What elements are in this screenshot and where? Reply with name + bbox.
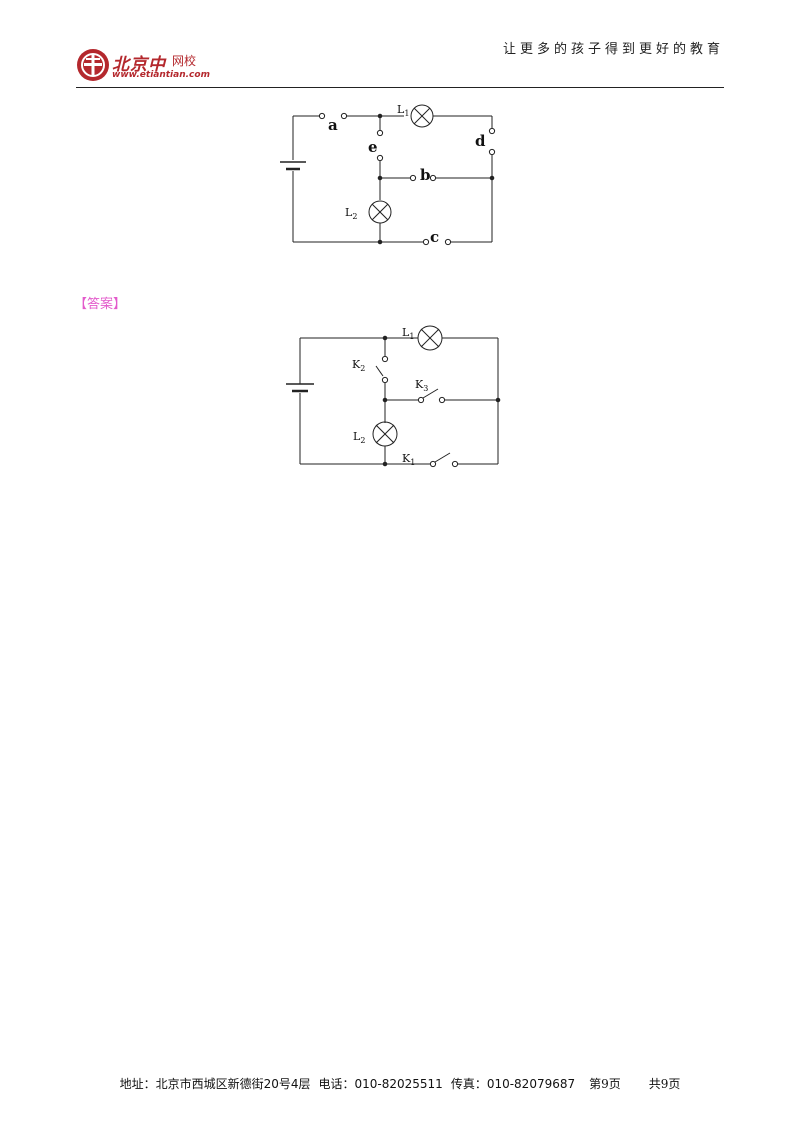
switch-e-terminal-top	[376, 129, 384, 137]
switch-k1-terminal-right	[451, 460, 459, 468]
label-c: c	[430, 228, 439, 246]
logo-name: 北京	[112, 55, 148, 75]
footer-fax: 传真：010-82079687	[450, 1077, 576, 1091]
switch-k3-terminal-right	[438, 396, 446, 404]
label-k2: K2	[352, 358, 365, 373]
lamp-l1-icon	[410, 104, 434, 128]
lamp-l1-icon	[417, 325, 443, 351]
footer-page-number: 第9页	[589, 1077, 621, 1091]
battery-icon	[286, 338, 314, 464]
footer-total-pages: 共9页	[648, 1077, 681, 1091]
switch-c-terminal-left	[422, 238, 430, 246]
logo-subtitle: 网校	[172, 54, 197, 68]
answer-label: 【答案】	[74, 297, 127, 312]
switch-k2-terminal-bottom	[381, 376, 389, 384]
switch-k3-terminal-left	[417, 396, 425, 404]
label-d: d	[475, 132, 486, 150]
lamp-l2-icon	[368, 200, 392, 224]
logo-name-2: 中	[148, 55, 166, 75]
site-logo: 北京中 网校 www.etiantian.com	[76, 48, 246, 88]
logo-emblem-icon	[77, 49, 109, 81]
label-l1: L1	[397, 103, 409, 118]
switch-e-terminal-bottom	[376, 154, 384, 162]
logo-url: www.etiantian.com	[112, 70, 210, 80]
switch-d-terminal-top	[488, 127, 496, 135]
switch-k1-blade	[434, 452, 451, 463]
switch-k1-terminal-left	[429, 460, 437, 468]
label-e: e	[368, 138, 378, 156]
label-l2: L2	[345, 206, 357, 221]
header-divider	[76, 87, 724, 88]
label-l1: L1	[402, 326, 414, 341]
label-l2: L2	[353, 430, 365, 445]
switch-b-terminal-left	[409, 174, 417, 182]
question-circuit-diagram: a e d b c L1 L2	[280, 103, 496, 246]
label-b: b	[420, 166, 431, 184]
switch-a-terminal-right	[340, 112, 348, 120]
switch-b-terminal-right	[429, 174, 437, 182]
switch-d-terminal-bottom	[488, 148, 496, 156]
lamp-l2-icon	[372, 421, 398, 447]
switch-k2-terminal-top	[381, 355, 389, 363]
header-slogan: 让更多的孩子得到更好的教育	[502, 42, 724, 57]
switch-c-terminal-right	[444, 238, 452, 246]
answer-circuit-diagram: L1 K2 K3 L2 K1	[286, 325, 501, 468]
label-a: a	[328, 116, 338, 134]
label-k3: K3	[415, 378, 428, 393]
switch-a-terminal-left	[318, 112, 326, 120]
label-k1: K1	[402, 452, 415, 467]
page-footer: 地址：北京市西城区新德街20号4层电话：010-82025511 传真：010-8…	[0, 1075, 800, 1092]
switch-k2-blade	[375, 365, 384, 377]
switch-k3-blade	[422, 388, 439, 399]
footer-address: 地址：北京市西城区新德街20号4层	[119, 1077, 311, 1091]
footer-phone: 电话：010-82025511	[318, 1077, 443, 1091]
battery-icon	[280, 116, 306, 242]
